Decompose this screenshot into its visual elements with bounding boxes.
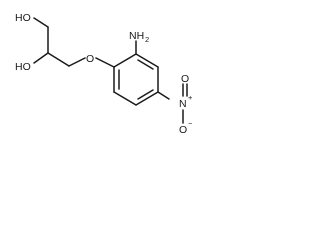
ring-double-c2-c3 — [137, 59, 154, 70]
bond-ho-mid-ch — [33, 52, 49, 64]
bond-o-c1 — [95, 57, 115, 68]
atom-nh2: NH — [129, 30, 144, 42]
atom-ho-mid: HO — [15, 61, 31, 73]
charge-minus: − — [188, 119, 193, 128]
bond-ch2b-o — [68, 57, 86, 67]
atom-o-nitro-top: O — [181, 73, 189, 85]
bond-c4-n — [157, 91, 170, 100]
atom-ho-top: HO — [15, 12, 31, 24]
ring-bond-c5-c6 — [113, 91, 137, 106]
charge-plus: + — [188, 93, 193, 102]
ring-bond-c1-c2 — [113, 53, 137, 68]
ring-bond-c2-c3 — [135, 53, 159, 68]
atom-o-nitro-bottom: O — [179, 124, 187, 136]
bond-ho-top-ch2 — [33, 17, 49, 28]
atom-labels: HO HO O NH 2 N + O O − — [15, 12, 193, 136]
atom-o-ether: O — [86, 53, 94, 65]
atom-nh2-subscript: 2 — [145, 35, 149, 44]
atom-n-nitro: N — [179, 98, 187, 110]
structure-diagram: HO HO O NH 2 N + O O − — [15, 12, 193, 136]
ring-double-c4-c5 — [137, 89, 154, 100]
bonds — [33, 17, 188, 124]
ring-bond-c4-c5 — [135, 91, 159, 106]
bond-ch-ch2b — [47, 52, 70, 67]
